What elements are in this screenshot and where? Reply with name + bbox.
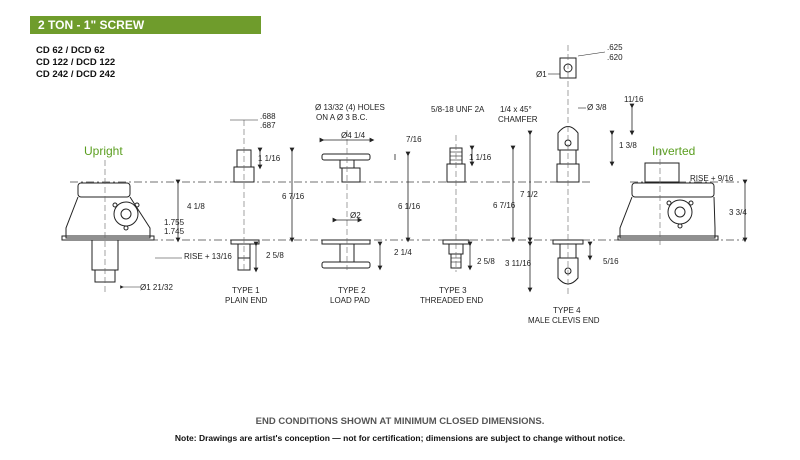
holes-spec-2: ON A Ø 3 B.C. — [316, 113, 368, 122]
pin-dim-2: .620 — [607, 53, 623, 62]
inverted-height: 3 3/4 — [729, 208, 747, 217]
holes-spec-1: Ø 13/32 (4) HOLES — [315, 103, 385, 112]
clevis-height: 1 3/8 — [619, 141, 637, 150]
plain-lower: 2 5/8 — [266, 251, 284, 260]
loadpad-lower-diameter: Ø2 — [350, 211, 361, 220]
thread-overall: 6 7/16 — [493, 201, 516, 210]
type1-subtitle: PLAIN END — [225, 296, 267, 305]
type4-subtitle: MALE CLEVIS END — [528, 316, 600, 325]
type1-plain-end — [230, 149, 260, 271]
upright-label: Upright — [84, 144, 123, 158]
type4-title: TYPE 4 — [553, 306, 581, 315]
clevis-top: 11/16 — [624, 95, 644, 104]
base-dim-1: 1.755 — [164, 218, 185, 227]
plain-height: 1 1/16 — [258, 154, 281, 163]
type2-title: TYPE 2 — [338, 286, 366, 295]
type2-load-pad — [321, 153, 371, 269]
chamfer-spec-2: CHAMFER — [498, 115, 538, 124]
chamfer-spec-1: 1/4 x 45° — [500, 105, 532, 114]
loadpad-lower: 2 1/4 — [394, 248, 412, 257]
page-title: 2 TON - 1" SCREW — [30, 16, 261, 34]
pin-diameter: Ø1 — [536, 70, 547, 79]
pin-dim-1: .625 — [607, 43, 623, 52]
shaft-diameter: Ø1 21/32 — [140, 283, 173, 292]
clevis-diameter: Ø 3/8 — [587, 103, 607, 112]
housing-height: 4 1/8 — [187, 202, 205, 211]
rise-upright: RISE + 13/16 — [184, 252, 232, 261]
type3-title: TYPE 3 — [439, 286, 467, 295]
type1-title: TYPE 1 — [232, 286, 260, 295]
plain-dia-top: .688 — [260, 112, 276, 121]
model-item: CD 122 / DCD 122 — [36, 57, 116, 68]
rise-inverted: RISE + 9/16 — [690, 174, 734, 183]
loadpad-thickness: 7/16 — [406, 135, 422, 144]
type2-subtitle: LOAD PAD — [330, 296, 370, 305]
loadpad-overall: 6 1/16 — [398, 202, 421, 211]
closed-dimensions-note: END CONDITIONS SHOWN AT MINIMUM CLOSED D… — [255, 416, 545, 427]
disclaimer-note: Note: Drawings are artist's conception —… — [174, 433, 626, 443]
type3-subtitle: THREADED END — [420, 296, 483, 305]
plain-overall: 6 7/16 — [282, 192, 305, 201]
clevis-lower: 3 11/16 — [505, 259, 532, 268]
inverted-label: Inverted — [652, 144, 695, 158]
loadpad-diameter: Ø4 1/4 — [341, 131, 366, 140]
model-item: CD 242 / DCD 242 — [36, 69, 116, 80]
thread-height: 1 1/16 — [469, 153, 492, 162]
inverted-actuator — [617, 162, 719, 241]
upright-actuator — [61, 182, 155, 283]
base-dim-2: 1.745 — [164, 227, 185, 236]
plain-dia-bot: .687 — [260, 121, 276, 130]
model-list: CD 62 / DCD 62 CD 122 / DCD 122 CD 242 /… — [36, 45, 115, 81]
thread-lower: 2 5/8 — [477, 257, 495, 266]
thread-spec: 5/8-18 UNF 2A — [431, 105, 485, 114]
clevis-bottom: 5/16 — [603, 257, 619, 266]
clevis-overall: 7 1/2 — [520, 190, 538, 199]
model-item: CD 62 / DCD 62 — [36, 45, 105, 56]
